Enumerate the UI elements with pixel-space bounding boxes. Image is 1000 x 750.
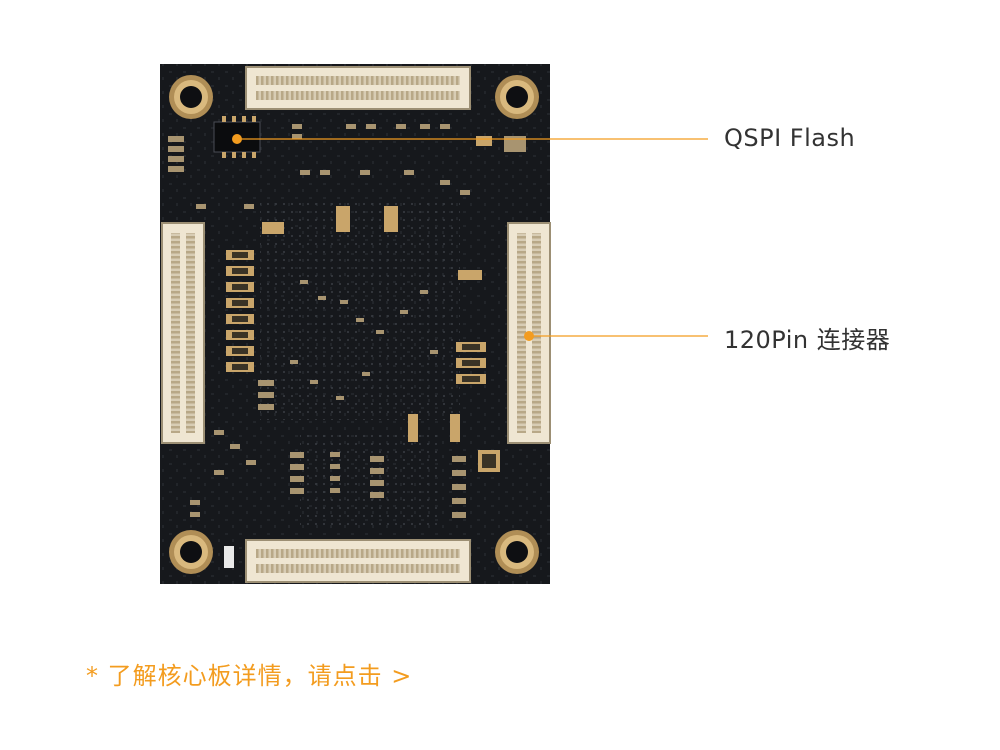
connector-top — [245, 66, 471, 110]
callout-connector — [524, 331, 708, 341]
qspi-flash-label: QSPI Flash — [724, 124, 856, 152]
mounting-hole — [495, 75, 539, 119]
callout-dot — [524, 331, 534, 341]
mounting-hole — [169, 530, 213, 574]
connector-label: 120Pin 连接器 — [724, 326, 891, 354]
core-board-details-link[interactable]: * 了解核心板详情，请点击 > — [86, 662, 413, 690]
mounting-hole — [169, 75, 213, 119]
silkscreen-label — [224, 546, 234, 568]
pcb-board — [160, 64, 551, 584]
connector-left — [161, 222, 205, 444]
callout-qspi-flash — [232, 134, 708, 144]
capacitor-array — [226, 250, 254, 372]
connector-bottom — [245, 539, 471, 583]
callout-dot — [232, 134, 242, 144]
mounting-hole — [495, 530, 539, 574]
capacitor-array — [262, 136, 500, 472]
smd-components — [168, 124, 526, 518]
